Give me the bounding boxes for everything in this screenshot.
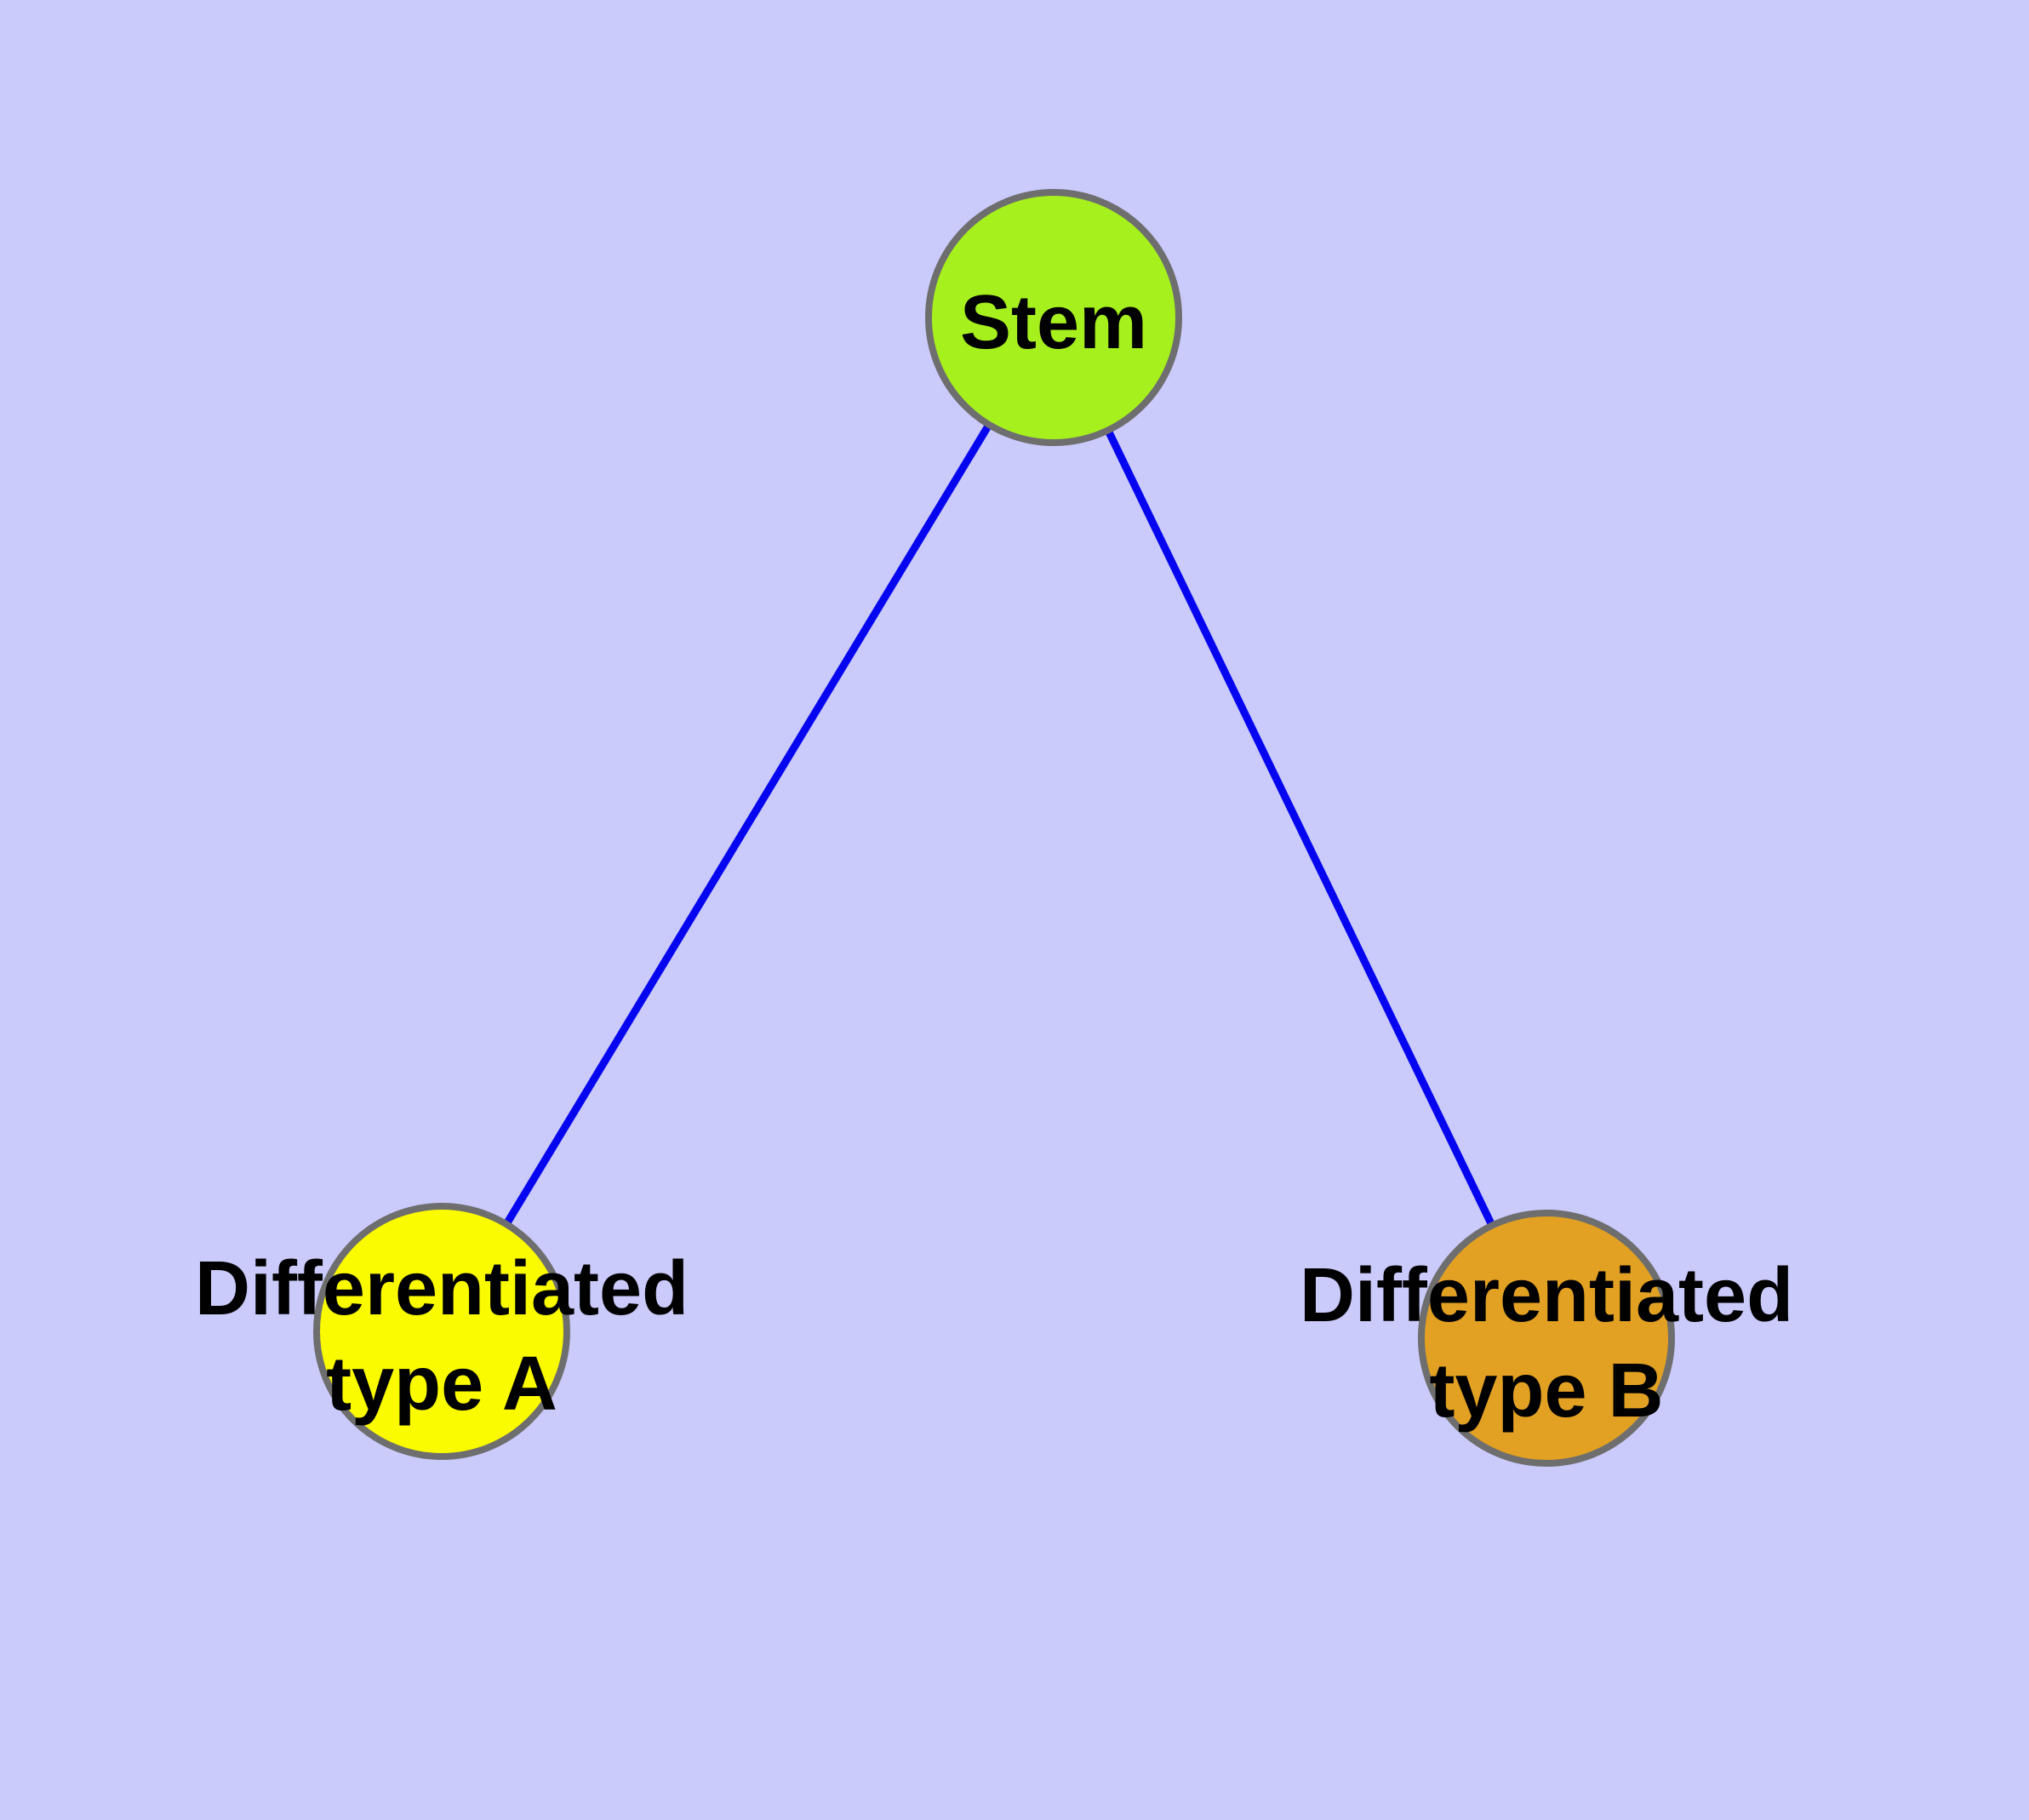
node-differentiated-type-b-circle <box>1418 1210 1675 1467</box>
node-differentiated-type-a-label-line: type A <box>326 1342 557 1427</box>
node-differentiated-type-b-label: Differentiated type B <box>1300 1248 1793 1439</box>
node-differentiated-type-a-circle <box>313 1203 570 1460</box>
node-differentiated-type-b-label-line: type B <box>1429 1348 1664 1434</box>
node-differentiated-type-a-label: Differentiated type A <box>195 1241 689 1432</box>
node-differentiated-type-b-label-line: Differentiated <box>1299 1253 1794 1338</box>
node-stem-label: Stem <box>960 275 1147 370</box>
edge-stem-to-type-a <box>438 315 1057 1334</box>
node-stem-label-line: Stem <box>959 280 1148 365</box>
edge-stem-to-type-b <box>1049 316 1551 1340</box>
node-stem-circle <box>925 189 1182 446</box>
node-differentiated-type-a-label-line: Differentiated <box>194 1246 689 1331</box>
